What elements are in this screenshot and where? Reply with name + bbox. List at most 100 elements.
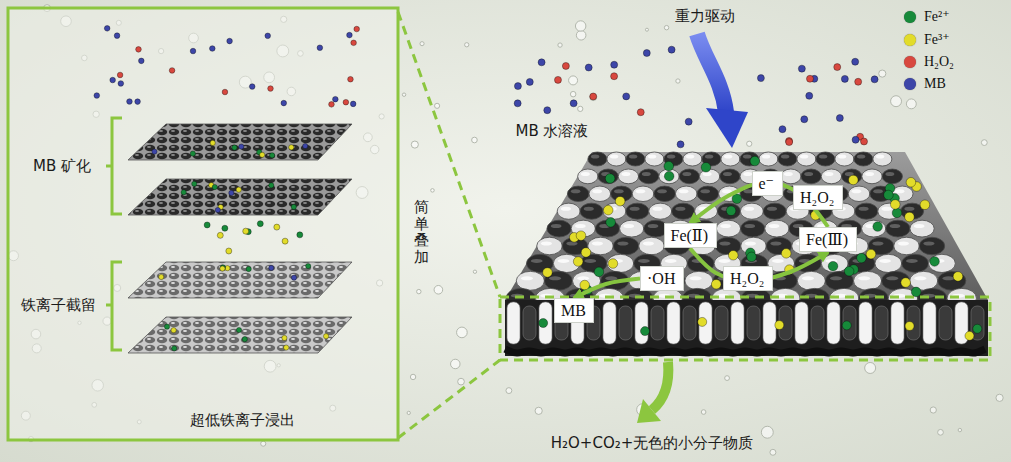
- fiber-cylinder: [763, 302, 776, 344]
- ion-dot: [181, 190, 186, 195]
- figure-label: 超低铁离子浸出: [190, 411, 295, 429]
- legend-text: Fe²⁺: [924, 9, 950, 26]
- legend-text: H₂O₂: [924, 54, 954, 71]
- fiber-weave: [902, 254, 929, 272]
- fiber-weave: [589, 186, 611, 201]
- ion-dot: [239, 144, 244, 149]
- fiber-weave: [919, 237, 945, 255]
- water-droplet: [465, 43, 469, 47]
- fiber-weave: [835, 152, 854, 166]
- ion-dot: [901, 278, 911, 288]
- water-droplet: [996, 394, 1003, 401]
- fiber-cylinder: [667, 302, 680, 344]
- ion-dot: [884, 190, 894, 200]
- water-droplet: [676, 79, 680, 83]
- fiber-weave: [854, 152, 873, 166]
- membrane-top: [505, 152, 988, 300]
- fiber-highlight: [859, 207, 869, 211]
- fiber-highlight: [571, 189, 581, 193]
- reaction-label-box: ·OH: [640, 266, 684, 291]
- fiber-highlight: [825, 172, 834, 176]
- fiber-weave: [632, 186, 654, 201]
- ion-dot: [351, 40, 357, 46]
- fiber-weave: [875, 254, 902, 272]
- zoom-leader-line: [398, 12, 500, 297]
- water-droplet: [535, 407, 542, 414]
- node-text: e⁻: [759, 174, 776, 193]
- ion-dot: [268, 86, 274, 92]
- fiber-highlight: [705, 155, 713, 159]
- fiber-highlight: [872, 242, 883, 246]
- fiber-weave: [607, 152, 626, 166]
- ion-dot: [246, 266, 251, 271]
- fiber-weave: [720, 169, 740, 184]
- water-droplet: [472, 137, 478, 143]
- fiber-highlight: [802, 276, 814, 280]
- fiber-weave: [862, 220, 886, 237]
- ion-dot: [728, 250, 738, 260]
- ion-dot: [136, 47, 142, 53]
- ion-dot: [726, 206, 736, 216]
- ion-dot: [152, 149, 157, 154]
- fiber-highlight: [577, 276, 589, 280]
- fiber-highlight: [643, 242, 654, 246]
- water-droplet: [879, 70, 886, 77]
- ion-dot: [269, 183, 274, 188]
- reaction-label-box: Fe(Ⅲ): [799, 227, 857, 252]
- fiber-cylinder: [811, 306, 824, 340]
- fiber-highlight: [642, 172, 651, 176]
- fiber-weave: [654, 186, 676, 201]
- ion-dot: [135, 99, 141, 105]
- ion-dot: [215, 207, 220, 212]
- fiber-cylinder: [859, 302, 872, 344]
- fiber-highlight: [879, 259, 891, 263]
- reaction-label-box: MB: [554, 298, 594, 323]
- fiber-cylinder: [683, 306, 696, 340]
- water-droplet: [701, 410, 706, 415]
- fiber-weave: [740, 152, 759, 166]
- ion-dot: [347, 32, 353, 38]
- fiber-cylinder: [715, 306, 728, 340]
- fiber-cylinder: [619, 306, 632, 340]
- fiber-cylinder: [635, 302, 648, 344]
- ion-dot: [514, 100, 521, 107]
- fiber-weave: [797, 152, 816, 166]
- fiber-weave: [882, 169, 902, 184]
- water-droplet: [569, 76, 578, 85]
- fiber-weave: [853, 271, 881, 290]
- ion-dot: [623, 93, 630, 100]
- ion-dot: [606, 218, 616, 228]
- fiber-highlight: [581, 172, 590, 176]
- fiber-highlight: [770, 242, 781, 246]
- fiber-weave: [741, 220, 765, 237]
- ion-dot: [236, 187, 241, 192]
- ion-dot: [118, 81, 124, 87]
- reaction-label-box: H₂O₂: [793, 185, 843, 210]
- fiber-weave: [781, 169, 801, 184]
- fiber-highlight: [584, 207, 594, 211]
- fiber-highlight: [592, 242, 603, 246]
- ion-dot: [594, 267, 604, 277]
- ion-dot: [354, 26, 360, 32]
- fiber-weave: [929, 254, 956, 272]
- fiber-cylinder: [507, 302, 520, 344]
- fiber-wave: [505, 349, 985, 353]
- fiber-highlight: [743, 155, 751, 159]
- ion-dot: [576, 231, 586, 241]
- ion-dot: [806, 75, 813, 82]
- fiber-weave: [938, 271, 966, 290]
- fiber-weave: [607, 254, 634, 272]
- fiber-highlight: [865, 172, 874, 176]
- ion-dot: [222, 89, 228, 95]
- fiber-weave: [716, 220, 740, 237]
- legend-swatch: [904, 78, 916, 90]
- fiber-weave: [685, 271, 713, 290]
- legend-swatch: [904, 56, 916, 68]
- ion-dot: [834, 64, 841, 71]
- ion-dot: [282, 238, 288, 244]
- ion-dot: [538, 59, 545, 66]
- fiber-highlight: [720, 224, 731, 228]
- fiber-highlight: [724, 155, 732, 159]
- node-text: Fe(Ⅲ): [806, 230, 850, 249]
